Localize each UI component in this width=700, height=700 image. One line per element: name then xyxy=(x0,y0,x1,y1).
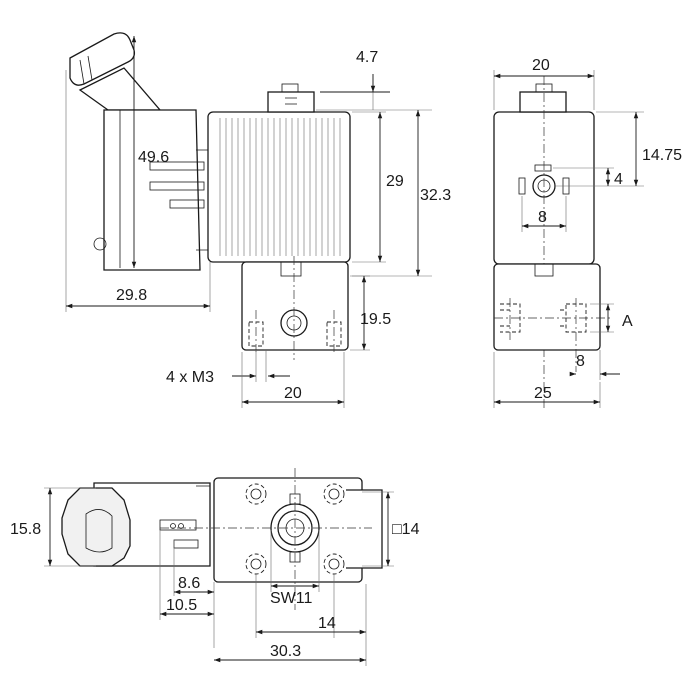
top-plug xyxy=(61,482,211,567)
dim-total-length: 30.3 xyxy=(270,643,301,660)
dim-coil-height: 29 xyxy=(386,173,404,190)
dim-side-coil-width: 20 xyxy=(532,57,550,74)
dim-port-label: A xyxy=(622,313,633,330)
front-view: 49.6 29.8 4.7 29 32.3 19.5 4 x M3 20 xyxy=(65,32,451,408)
side-base xyxy=(493,263,612,372)
dim-side-port-height: 14.75 xyxy=(642,147,682,164)
coil-body xyxy=(207,83,351,263)
dim-connector-offset: 4 xyxy=(614,171,623,188)
dim-mount-threads: 4 x M3 xyxy=(166,369,214,386)
dim-plug-width: 15.8 xyxy=(10,521,41,538)
dim-port-offset: 8 xyxy=(576,353,585,370)
dim-top-pin-offset: 4.7 xyxy=(356,49,378,66)
dim-pin-spacing: 8.6 xyxy=(178,575,200,592)
top-dim-lines xyxy=(44,487,394,666)
dim-square-size: □14 xyxy=(392,521,420,538)
dim-depth-total: 29.8 xyxy=(116,287,147,304)
side-view: 20 14.75 4 8 A 8 25 xyxy=(493,57,682,410)
top-view: 15.8 8.6 10.5 SW11 14 30.3 □14 xyxy=(10,468,420,666)
dim-overall-height: 32.3 xyxy=(420,187,451,204)
front-dim-lines xyxy=(65,36,432,408)
side-coil xyxy=(493,76,595,410)
dim-plug-height: 49.6 xyxy=(138,149,169,166)
dim-pin-offset: 10.5 xyxy=(166,597,197,614)
dim-connector-spacing: 8 xyxy=(538,209,547,226)
plug-connector xyxy=(69,32,209,271)
dim-hole-spacing: 14 xyxy=(318,615,336,632)
dim-base-height: 19.5 xyxy=(360,311,391,328)
dim-side-base-width: 25 xyxy=(534,385,552,402)
dim-front-base-width: 20 xyxy=(284,385,302,402)
valve-base xyxy=(241,256,349,360)
dim-wrench-size: SW11 xyxy=(270,590,312,607)
top-coil-block xyxy=(160,468,383,610)
side-dim-lines xyxy=(493,70,644,408)
